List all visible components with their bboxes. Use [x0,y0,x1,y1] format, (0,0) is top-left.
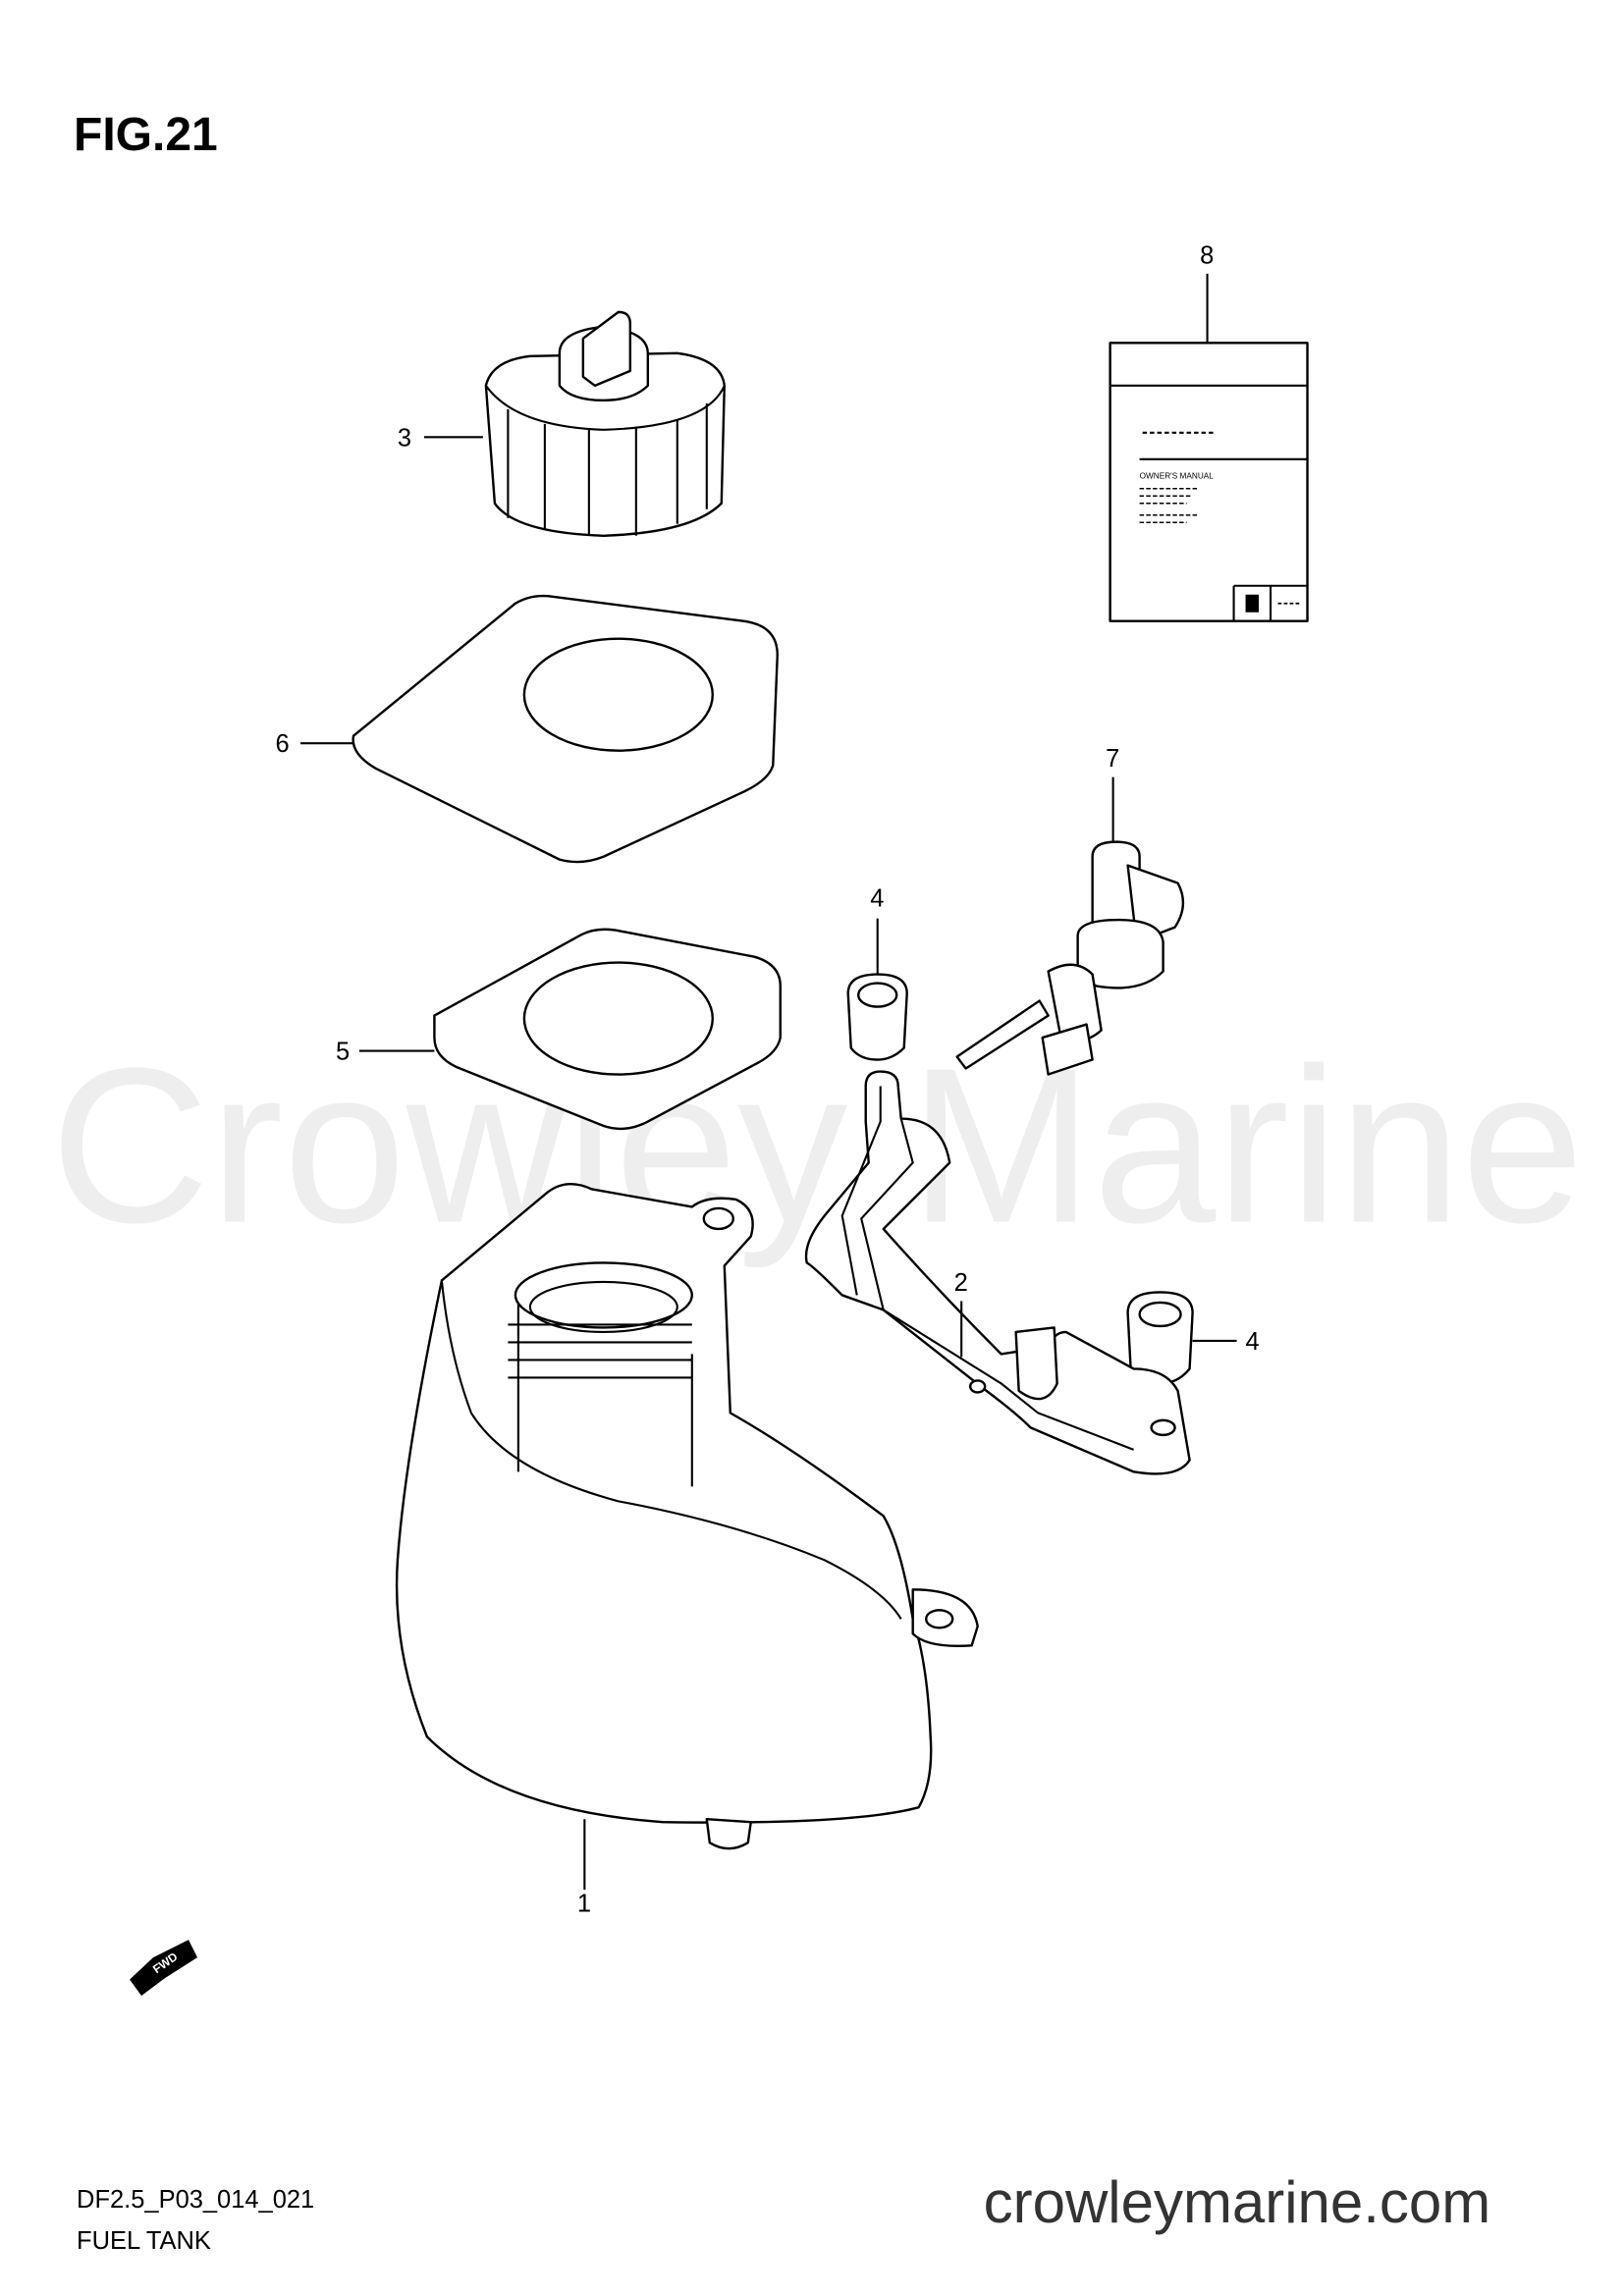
figure-title: FIG.21 [74,109,218,161]
fuel-pipe [804,1070,1191,1475]
suzuki-logo-icon [1245,594,1260,613]
fuel-tank [395,1183,979,1850]
manual-title: OWNER'S MANUAL [1140,471,1215,480]
fuel-cap [484,310,726,537]
callout-6: 6 [275,730,353,758]
svg-text:5: 5 [336,1039,350,1066]
callout-8: 8 [1200,241,1214,344]
svg-text:1: 1 [577,1891,591,1918]
svg-text:3: 3 [398,424,411,452]
figure-code: DF2.5_P03_014_021 [77,2186,314,2214]
fwd-arrow-icon: FWD [130,1940,198,1997]
fuel-cock [955,840,1185,1076]
gasket-5 [433,928,782,1131]
callout-4a: 4 [870,885,884,975]
svg-text:8: 8 [1200,241,1214,269]
callout-7: 7 [1106,745,1119,842]
callout-4b: 4 [1192,1328,1260,1356]
gasket-6 [352,594,779,864]
grommet-4a [846,973,908,1061]
callout-2: 2 [954,1269,968,1358]
svg-text:6: 6 [275,730,289,758]
figure-name: FUEL TANK [77,2227,211,2255]
callout-1: 1 [577,1819,591,1918]
svg-text:4: 4 [1246,1328,1260,1356]
callout-3: 3 [398,424,483,452]
site-url: crowleymarine.com [984,2169,1491,2235]
callout-5: 5 [336,1039,435,1066]
svg-text:7: 7 [1106,745,1119,773]
svg-text:4: 4 [870,885,884,913]
svg-text:2: 2 [954,1269,968,1297]
owners-manual: OWNER'S MANUAL [1109,342,1309,622]
